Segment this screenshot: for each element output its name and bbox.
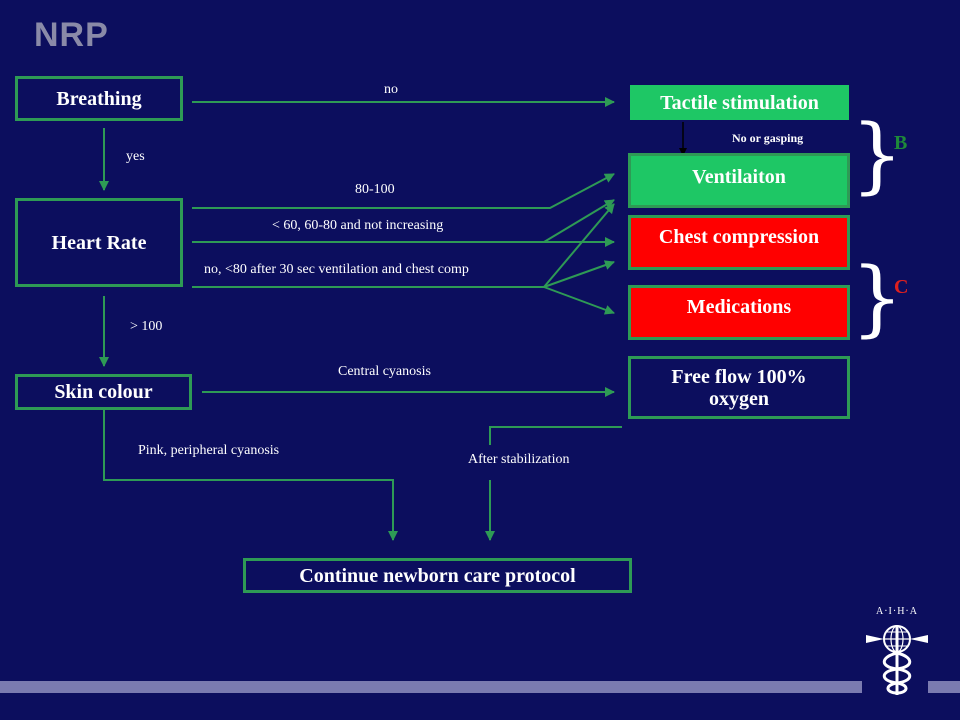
label-after-stabilization: After stabilization bbox=[468, 452, 570, 467]
brace-b: } bbox=[851, 108, 904, 203]
label-hr-no-80: no, <80 after 30 sec ventilation and che… bbox=[204, 262, 469, 277]
arrow-fan-medications bbox=[543, 286, 615, 315]
label-hr-under-60: < 60, 60-80 and not increasing bbox=[272, 218, 444, 233]
ventilation-box: Ventilaiton bbox=[628, 153, 850, 208]
chest-compression-box: Chest compression bbox=[628, 215, 850, 270]
label-no: no bbox=[384, 82, 398, 97]
tactile-stimulation-box: Tactile stimulation bbox=[630, 85, 849, 120]
skin-colour-box: Skin colour bbox=[15, 374, 192, 410]
free-flow-oxygen-box: Free flow 100% oxygen bbox=[628, 356, 850, 419]
footer-bar-left bbox=[0, 681, 862, 693]
label-hr-80-100: 80-100 bbox=[355, 182, 395, 197]
breathing-box: Breathing bbox=[15, 76, 183, 121]
label-yes: yes bbox=[126, 149, 145, 164]
label-central-cyanosis: Central cyanosis bbox=[338, 364, 431, 379]
arrow-hr-ventilation bbox=[192, 173, 615, 209]
aiha-logo: A·I·H·A bbox=[862, 606, 932, 698]
logo-text: A·I·H·A bbox=[876, 606, 918, 617]
caduceus-globe-icon bbox=[866, 625, 928, 695]
slide-title: NRP bbox=[34, 16, 109, 54]
label-pink-peripheral: Pink, peripheral cyanosis bbox=[138, 443, 280, 458]
footer-bar-right bbox=[928, 681, 960, 693]
arrow-skin-continue bbox=[103, 410, 398, 541]
arrow-oxygen-continue bbox=[489, 426, 622, 445]
brace-c: } bbox=[851, 251, 904, 346]
arrow-fan-ventilation bbox=[543, 203, 615, 288]
continue-care-box: Continue newborn care protocol bbox=[243, 558, 632, 593]
label-hr-over-100: > 100 bbox=[130, 319, 163, 334]
group-c-label: C bbox=[894, 276, 909, 298]
arrow-fan-chest bbox=[543, 260, 615, 288]
heart-rate-box: Heart Rate bbox=[15, 198, 183, 287]
group-b-label: B bbox=[894, 132, 908, 154]
arrow-hr-ventilation-2 bbox=[543, 199, 615, 243]
medications-box: Medications bbox=[628, 285, 850, 340]
label-no-or-gasping: No or gasping bbox=[732, 131, 804, 145]
